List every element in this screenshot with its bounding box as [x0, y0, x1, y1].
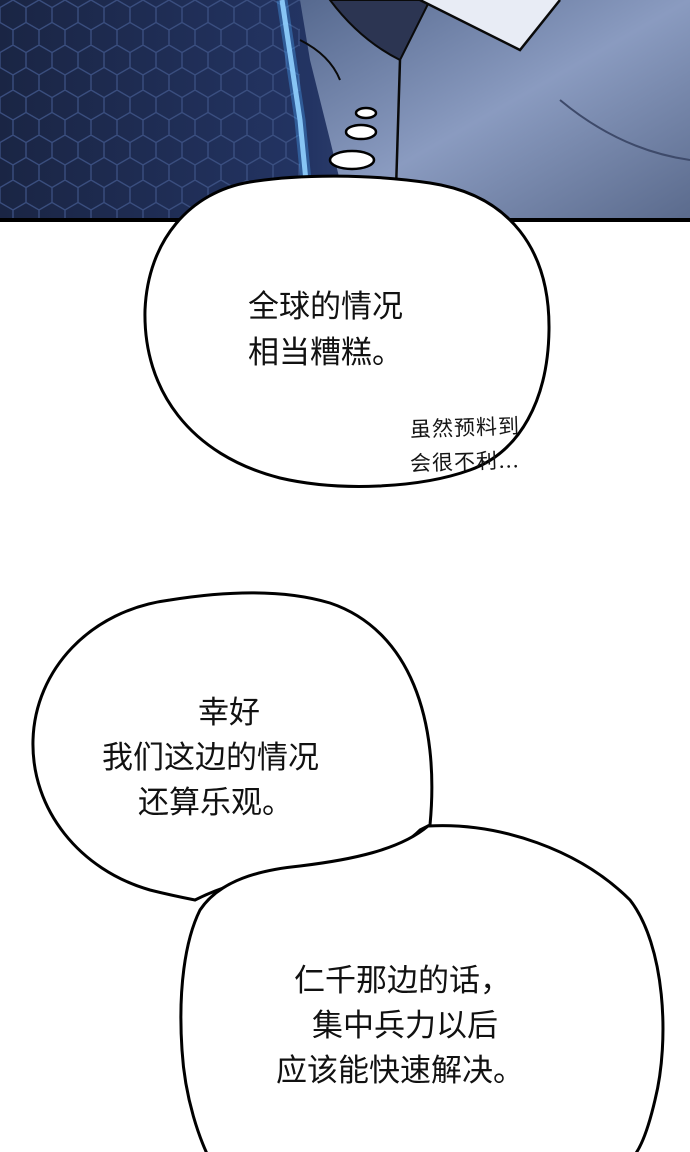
shirt-collar — [419, 0, 561, 52]
sleeve-line — [299, 39, 341, 81]
bubble-3-line-3: 应该能快速解决。 — [276, 1053, 524, 1089]
speech-bubble-1 — [143, 174, 551, 488]
bubble-1-aside-line-2: 会很不利… — [409, 448, 521, 476]
bubble-1-line-2: 相当糟糕。 — [248, 335, 403, 371]
bubble-1-line-1: 全球的情况 — [248, 289, 403, 325]
fold-line — [559, 99, 690, 161]
speech-bubble-3 — [179, 824, 665, 1152]
bubble-3-line-2: 集中兵力以后 — [312, 1008, 498, 1044]
bubble-2-line-1: 幸好 — [198, 695, 260, 731]
bubble-1-aside-line-1: 虽然预料到 — [409, 414, 521, 442]
bubble-2-line-2: 我们这边的情况 — [102, 740, 319, 776]
thought-trail — [328, 106, 378, 171]
bubble-3-line-1: 仁千那边的话， — [294, 963, 511, 999]
bubble-2-line-3: 还算乐观。 — [138, 785, 293, 821]
collar-shadow — [328, 0, 432, 62]
